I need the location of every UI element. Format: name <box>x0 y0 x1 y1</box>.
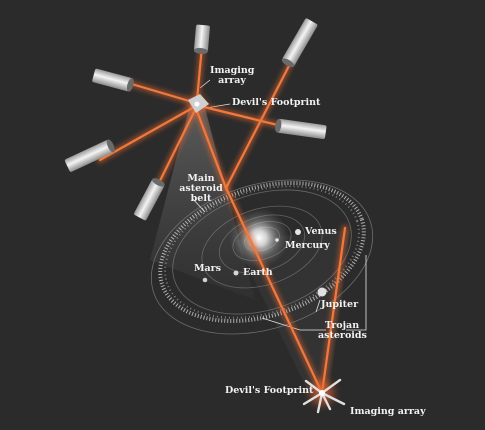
label-devils-footprint-top: Devil's Footprint <box>232 97 321 108</box>
label-earth: Earth <box>243 267 273 278</box>
venus-planet-icon <box>295 229 301 235</box>
label-main-asteroid-belt: Main asteroid belt <box>179 173 223 204</box>
laser-beam-3 <box>98 104 198 162</box>
label-imaging-array-top: Imaging array <box>210 65 255 86</box>
light-cone-upper <box>150 98 255 300</box>
telescope-tube-icon <box>281 18 318 68</box>
telescope-tube-icon <box>134 178 165 221</box>
label-mercury: Mercury <box>285 240 330 251</box>
main-asteroid-belt-ring <box>158 181 366 323</box>
imaging-array-upper <box>188 94 209 113</box>
laser-beam-6 <box>224 58 294 190</box>
laser-beams <box>98 44 347 395</box>
laser-beam-1 <box>123 80 198 105</box>
label-venus: Venus <box>305 226 337 237</box>
label-imaging-array-bottom: Imaging array <box>350 406 426 417</box>
laser-beam-9 <box>320 226 347 395</box>
earth-planet-icon <box>233 270 239 276</box>
label-mars: Mars <box>194 263 222 274</box>
laser-beam-5 <box>198 104 292 130</box>
jupiter-planet-icon <box>317 287 327 297</box>
label-jupiter: Jupiter <box>321 299 359 310</box>
telescope-tube-icon <box>92 68 134 92</box>
laser-beam-8 <box>224 186 324 395</box>
telescope-tube-icon <box>193 24 210 55</box>
label-trojan-asteroids: Trojan asteroids <box>318 320 367 341</box>
telescope-tube-icon <box>64 139 115 172</box>
telescope-tube-icon <box>275 118 327 140</box>
laser-beam-2 <box>195 44 204 102</box>
mars-planet-icon <box>202 277 208 283</box>
label-devils-footprint-bottom: Devil's Footprint <box>225 385 314 396</box>
mercury-planet-icon <box>275 238 279 242</box>
imaging-array-lower <box>302 378 346 414</box>
outer-orbit <box>150 179 374 335</box>
laser-beam-7 <box>193 104 228 190</box>
